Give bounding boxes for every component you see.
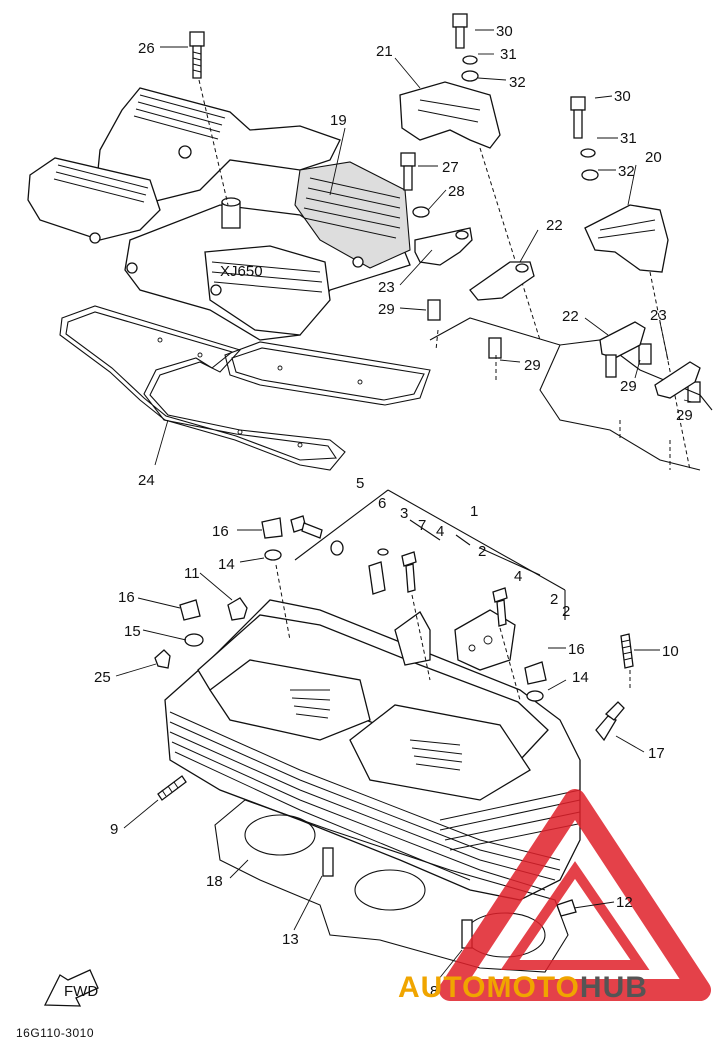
label-17: 17 [648, 745, 665, 762]
label-28: 28 [448, 183, 465, 200]
watermark-part3: HUB [579, 971, 648, 1004]
label-29d: 29 [676, 407, 693, 424]
label-32b: 32 [618, 163, 635, 180]
watermark-logo: AUTOMOTOHUB [398, 971, 648, 1005]
watermark-part1: AUTO [398, 971, 487, 1004]
label-23b: 23 [650, 307, 667, 324]
part-labels: 26 30 31 32 21 30 31 32 20 19 27 28 22 2… [94, 23, 693, 1000]
label-3: 3 [400, 505, 408, 522]
fwd-arrow: FWD [43, 969, 99, 1007]
label-9: 9 [110, 821, 118, 838]
label-29b: 29 [524, 357, 541, 374]
label-4b: 4 [514, 568, 522, 585]
label-14b: 14 [572, 669, 589, 686]
label-6: 6 [378, 495, 386, 512]
label-13: 13 [282, 931, 299, 948]
label-14a: 14 [218, 556, 235, 573]
label-26: 26 [138, 40, 155, 57]
label-7: 7 [418, 517, 426, 534]
label-4a: 4 [436, 523, 444, 540]
label-18: 18 [206, 873, 223, 890]
label-1: 1 [470, 503, 478, 520]
label-21: 21 [376, 43, 393, 60]
label-5: 5 [356, 475, 364, 492]
label-16a: 16 [212, 523, 229, 540]
label-15: 15 [124, 623, 141, 640]
label-27: 27 [442, 159, 459, 176]
label-30a: 30 [496, 23, 513, 40]
embossed-text: XJ650 [220, 263, 263, 280]
watermark-triangle [439, 789, 711, 1001]
label-22b: 22 [562, 308, 579, 325]
fwd-text: FWD [64, 983, 98, 1000]
cover-gasket [59, 305, 431, 471]
label-2c: 2 [562, 603, 570, 620]
label-25: 25 [94, 669, 111, 686]
label-8: 8 [430, 983, 438, 1000]
label-16c: 16 [568, 641, 585, 658]
leader-lines [115, 29, 693, 981]
figure-code: 16G110-3010 [16, 1026, 95, 1040]
label-12: 12 [616, 894, 633, 911]
label-19: 19 [330, 112, 347, 129]
label-23a: 23 [378, 279, 395, 296]
label-31b: 31 [620, 130, 637, 147]
cam-cap-hardware [189, 13, 713, 471]
label-29c: 29 [620, 378, 637, 395]
label-31a: 31 [500, 46, 517, 63]
label-11: 11 [184, 565, 200, 582]
watermark-part2: MOTO [486, 971, 580, 1004]
label-20: 20 [645, 149, 662, 166]
label-16b: 16 [118, 589, 135, 606]
label-30b: 30 [614, 88, 631, 105]
label-10: 10 [662, 643, 679, 660]
cylinder-head-cover [27, 87, 411, 341]
label-32a: 32 [509, 74, 526, 91]
label-22a: 22 [546, 217, 563, 234]
label-24: 24 [138, 472, 155, 489]
label-2b: 2 [550, 591, 558, 608]
label-29a: 29 [378, 301, 395, 318]
label-2a: 2 [478, 543, 486, 560]
